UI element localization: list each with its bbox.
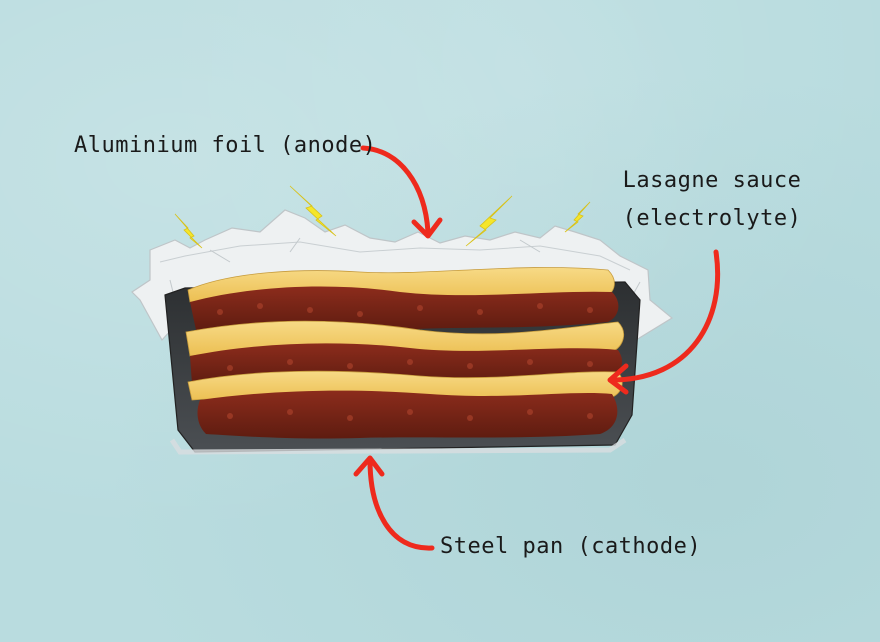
anode-arrow (360, 145, 431, 235)
lightning-bolt-icon (174, 185, 591, 249)
cathode-arrow (367, 457, 435, 551)
anode-label: Aluminium foil (anode) (74, 133, 377, 158)
electrolyte-arrow (609, 249, 721, 383)
electrolyte-label-line2: (electrolyte) (622, 206, 802, 231)
arrow-icon (353, 145, 721, 551)
cathode-label: Steel pan (cathode) (440, 534, 702, 559)
electrolyte-label-line1: Lasagne sauce (622, 168, 802, 193)
lasagne-layers (185, 267, 625, 439)
meat-texture (217, 303, 593, 421)
